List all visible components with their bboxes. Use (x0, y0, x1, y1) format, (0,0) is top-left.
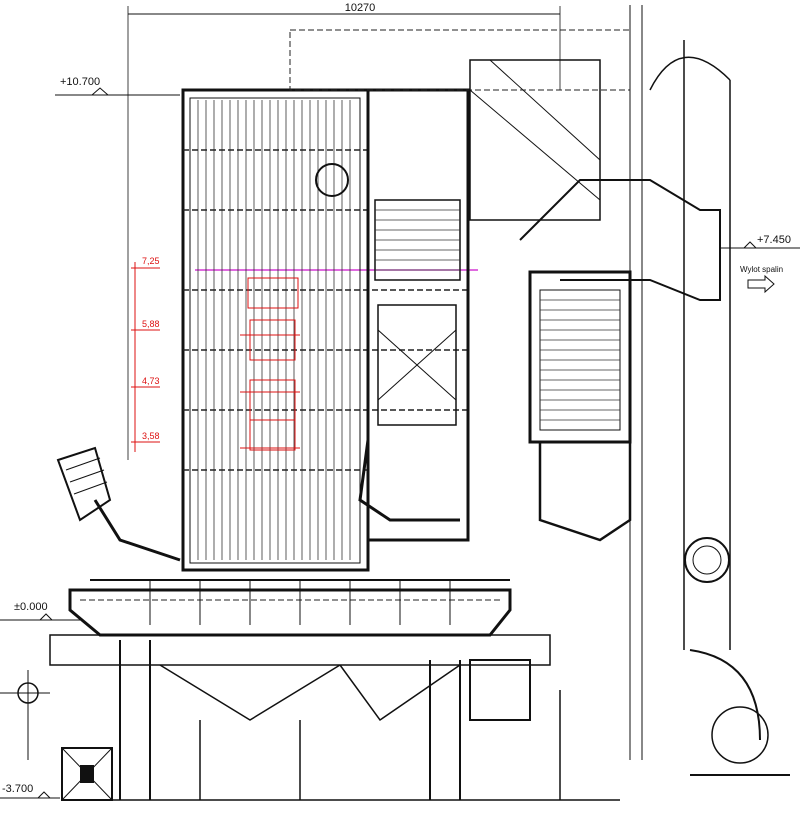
elevation-zero-label: ±0.000 (14, 601, 48, 613)
elevation-bottom-label: -3.700 (2, 783, 33, 795)
elevation-top: +10.700 (55, 76, 180, 96)
mark-358-label: 3,58 (142, 431, 160, 441)
mark-725-label: 7,25 (142, 256, 160, 266)
mark-588-label: 5,88 (142, 319, 160, 329)
upper-flue-duct (289, 29, 721, 301)
support-columns (61, 640, 620, 801)
grate-structure (49, 579, 551, 722)
elevation-outlet: +7.450 (720, 234, 800, 249)
outlet-label: Wylot spalin (740, 265, 783, 274)
mark-358: 3,58 (131, 431, 160, 443)
elevation-top-label: +10.700 (60, 76, 100, 88)
mark-725: 7,25 (131, 256, 160, 269)
mark-473-label: 4,73 (142, 376, 160, 386)
elevation-bottom: -3.700 (0, 783, 60, 799)
economizer (528, 270, 632, 542)
furnace-tube-wall (197, 100, 351, 560)
mark-588: 5,88 (131, 319, 160, 331)
top-dimension-label: 10270 (345, 2, 376, 14)
measurement-marks: 7,25 5,88 4,73 3,58 (131, 256, 160, 452)
top-dimension: 10270 (127, 2, 561, 460)
furnace-chamber (181, 88, 470, 572)
mark-473: 4,73 (131, 376, 160, 388)
outlet-arrow-group: Wylot spalin (740, 265, 783, 294)
stack (629, 5, 790, 776)
elevation-outlet-label: +7.450 (757, 234, 791, 246)
outlet-arrow-icon (747, 274, 775, 294)
second-pass (358, 88, 470, 542)
feeder (0, 446, 181, 760)
elevation-zero: ±0.000 (0, 601, 80, 621)
burner-markers (240, 277, 300, 451)
